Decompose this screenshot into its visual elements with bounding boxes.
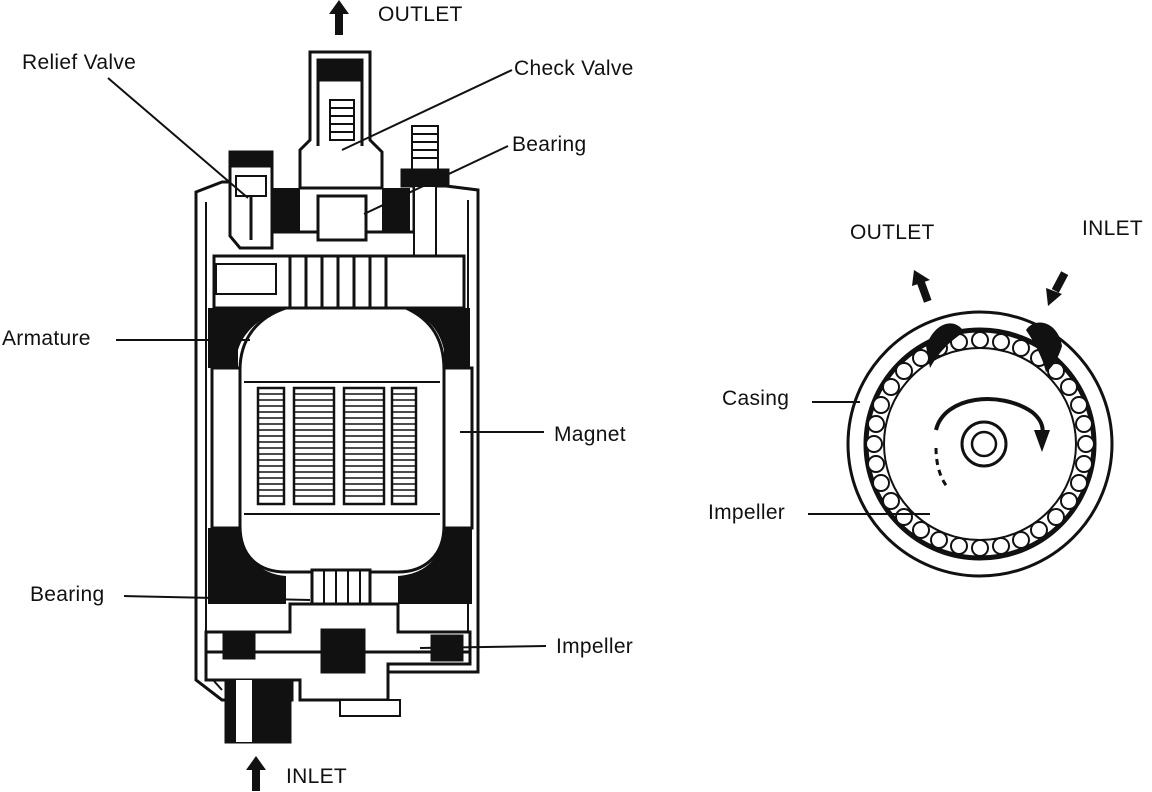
check-valve-label: Check Valve bbox=[514, 57, 634, 80]
armature-barrel bbox=[238, 306, 446, 574]
magnet-left bbox=[210, 366, 244, 530]
magnet-right bbox=[440, 366, 474, 530]
inlet-port bbox=[1026, 322, 1062, 372]
rotation-arrow bbox=[934, 397, 1045, 437]
bearing-bottom-label: Bearing bbox=[30, 583, 105, 606]
pump-leader-lines bbox=[107, 69, 547, 649]
casing-label: Casing bbox=[722, 387, 790, 410]
terminal-post bbox=[411, 125, 439, 171]
inlet-label: INLET bbox=[286, 765, 348, 788]
bearing-top-label: Bearing bbox=[512, 133, 587, 156]
outlet-arrow-icon bbox=[329, 0, 349, 35]
outlet-label: OUTLET bbox=[378, 3, 463, 26]
impeller-label: Impeller bbox=[556, 635, 634, 658]
impeller-view bbox=[846, 310, 1114, 578]
outlet-port bbox=[926, 323, 964, 368]
magnet-label: Magnet bbox=[554, 423, 626, 446]
casing-ring bbox=[846, 310, 1114, 578]
top-bearing-block bbox=[316, 194, 368, 242]
impeller-leader-lines bbox=[808, 401, 930, 515]
rotation-arrowhead-icon bbox=[1034, 430, 1050, 452]
inlet-tube bbox=[224, 678, 292, 744]
pump-cross-section bbox=[194, 0, 480, 791]
armature-windings bbox=[256, 386, 418, 506]
impeller-view-outlet-label: OUTLET bbox=[850, 221, 935, 244]
relief-valve-label: Relief Valve bbox=[22, 51, 137, 74]
armature-label: Armature bbox=[2, 327, 91, 350]
impeller-hub-inner bbox=[970, 430, 998, 458]
impeller-view-inlet-label: INLET bbox=[1082, 217, 1144, 240]
inlet-arrow-icon bbox=[246, 756, 266, 791]
impeller-view-impeller-label: Impeller bbox=[708, 501, 786, 524]
impeller-outlet-arrow-icon bbox=[912, 270, 932, 303]
impeller-inlet-arrow-icon bbox=[1046, 271, 1069, 306]
